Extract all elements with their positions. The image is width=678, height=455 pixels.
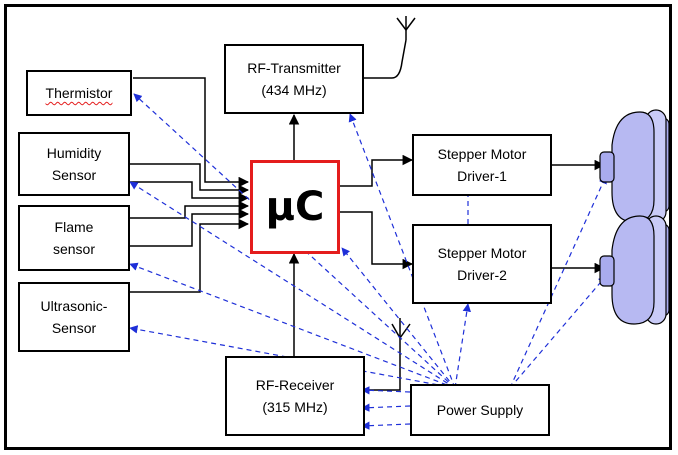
motor-icon: [599, 215, 670, 325]
power-to-driver2-line: [454, 303, 471, 389]
power-to-humidity-line: [129, 181, 456, 389]
humidity-sensor-label: Humidity Sensor: [46, 145, 102, 183]
thermistor-label: Thermistor: [45, 85, 113, 101]
mcu-to-driver1-line: [340, 154, 414, 187]
ultrasonic-sensor-label: Ultrasonic- Sensor: [40, 298, 108, 336]
rf-receiver-block: RF-Receiver (315 MHz): [225, 356, 365, 436]
flame-to-mcu-line: [129, 200, 250, 219]
antenna-icon: [396, 16, 416, 40]
power-to-rf-transmitter-line: [348, 113, 456, 389]
humidity-to-mcu-line: [129, 163, 250, 196]
power-to-motor1-line: [509, 175, 607, 389]
microcontroller-label: μC: [265, 184, 325, 230]
flame-sensor-block: Flame sensor: [18, 205, 130, 271]
thermistor-block: Thermistor: [26, 70, 132, 116]
power-to-flame-line: [129, 262, 456, 389]
power-supply-block: Power Supply: [410, 384, 550, 436]
mcu-to-driver2-line: [340, 211, 414, 270]
ultrasonic-to-mcu-line: [129, 218, 250, 293]
power-to-rf-receiver-line-3: [361, 421, 411, 430]
tx-antenna-feed-line: [362, 39, 407, 79]
humidity-to-mcu-line-2: [129, 181, 250, 204]
stepper-motor-driver-1-label: Stepper Motor Driver-1: [437, 146, 527, 184]
rf-transmitter-block: RF-Transmitter (434 MHz): [224, 44, 364, 114]
microcontroller-block: μC: [250, 160, 340, 254]
flame-to-mcu-line-2: [129, 208, 250, 247]
humidity-sensor-block: Humidity Sensor: [18, 132, 130, 196]
stepper-motor-driver-2-label: Stepper Motor Driver-2: [437, 245, 527, 283]
thermistor-to-mcu-line: [133, 77, 250, 188]
power-supply-label: Power Supply: [436, 402, 524, 418]
power-to-mcu-line: [341, 247, 456, 389]
power-to-rf-receiver-line-2: [361, 403, 411, 412]
flame-sensor-label: Flame sensor: [52, 219, 96, 257]
diagram-frame: [4, 4, 672, 450]
power-to-motor2-line: [509, 275, 607, 389]
stepper-motor-driver-2-block: Stepper Motor Driver-2: [412, 224, 552, 304]
rx-antenna-feed-line: [366, 330, 401, 391]
rf-receiver-label: RF-Receiver (315 MHz): [255, 377, 335, 415]
stepper-motor-driver-1-block: Stepper Motor Driver-1: [412, 134, 552, 196]
rf-transmitter-label: RF-Transmitter (434 MHz): [247, 60, 341, 98]
power-to-rf-receiver-line-1: [361, 386, 411, 395]
ultrasonic-sensor-block: Ultrasonic- Sensor: [18, 282, 130, 352]
motor-icon: [599, 109, 670, 223]
signal-lines: [129, 39, 606, 391]
